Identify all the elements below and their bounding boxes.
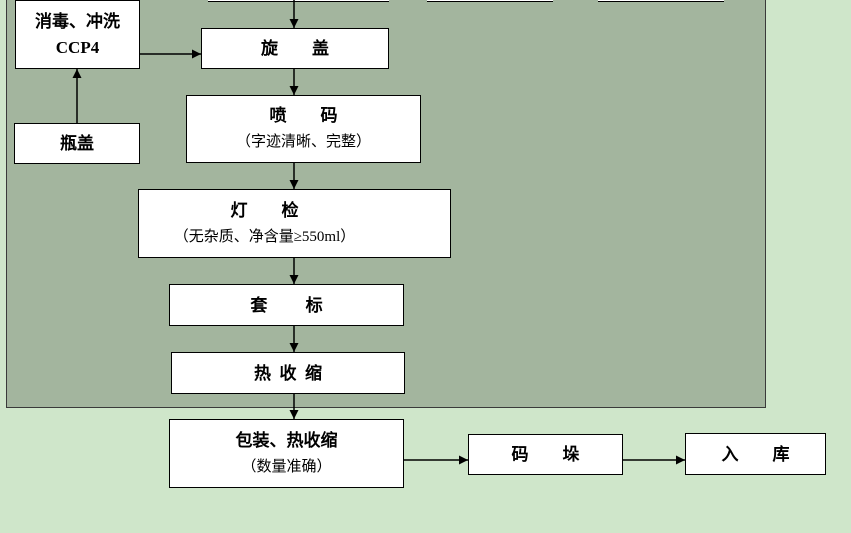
partial-node-top-1 bbox=[208, 0, 389, 2]
node-label: 消毒、冲洗 bbox=[35, 11, 120, 31]
node-disinfect-rinse: 消毒、冲洗 CCP4 bbox=[15, 0, 140, 69]
node-code-printing: 喷 码 （字迹清晰、完整） bbox=[186, 95, 421, 163]
partial-node-top-2 bbox=[427, 0, 553, 2]
node-palletizing: 码 垛 bbox=[468, 434, 623, 475]
node-warehousing: 入 库 bbox=[685, 433, 826, 475]
node-label: 喷 码 bbox=[269, 106, 338, 125]
node-label: 包装、热收缩 bbox=[235, 430, 338, 450]
node-note: （字迹清晰、完整） bbox=[235, 134, 371, 150]
node-label: 热 收 缩 bbox=[254, 363, 322, 383]
node-label: 套 标 bbox=[250, 295, 323, 315]
node-note: （无杂质、净含量≥550ml） bbox=[173, 228, 356, 245]
node-packing-heat-shrink: 包装、热收缩 （数量准确） bbox=[169, 419, 404, 488]
node-label: 入 库 bbox=[721, 444, 790, 464]
node-bottle-cap: 瓶盖 bbox=[14, 123, 140, 164]
node-label: 灯 检 bbox=[230, 200, 299, 220]
node-ccp-label: CCP4 bbox=[55, 37, 100, 57]
partial-node-top-3 bbox=[598, 0, 724, 2]
node-label: 旋 盖 bbox=[261, 39, 329, 58]
node-label: 码 垛 bbox=[511, 445, 580, 464]
node-label: 瓶盖 bbox=[60, 134, 94, 153]
node-light-inspection: 灯 检 （无杂质、净含量≥550ml） bbox=[138, 189, 451, 258]
node-sleeve-labeling: 套 标 bbox=[169, 284, 404, 326]
node-heat-shrink: 热 收 缩 bbox=[171, 352, 405, 394]
node-cap-screwing: 旋 盖 bbox=[201, 28, 389, 69]
node-note: （数量准确） bbox=[241, 458, 332, 475]
